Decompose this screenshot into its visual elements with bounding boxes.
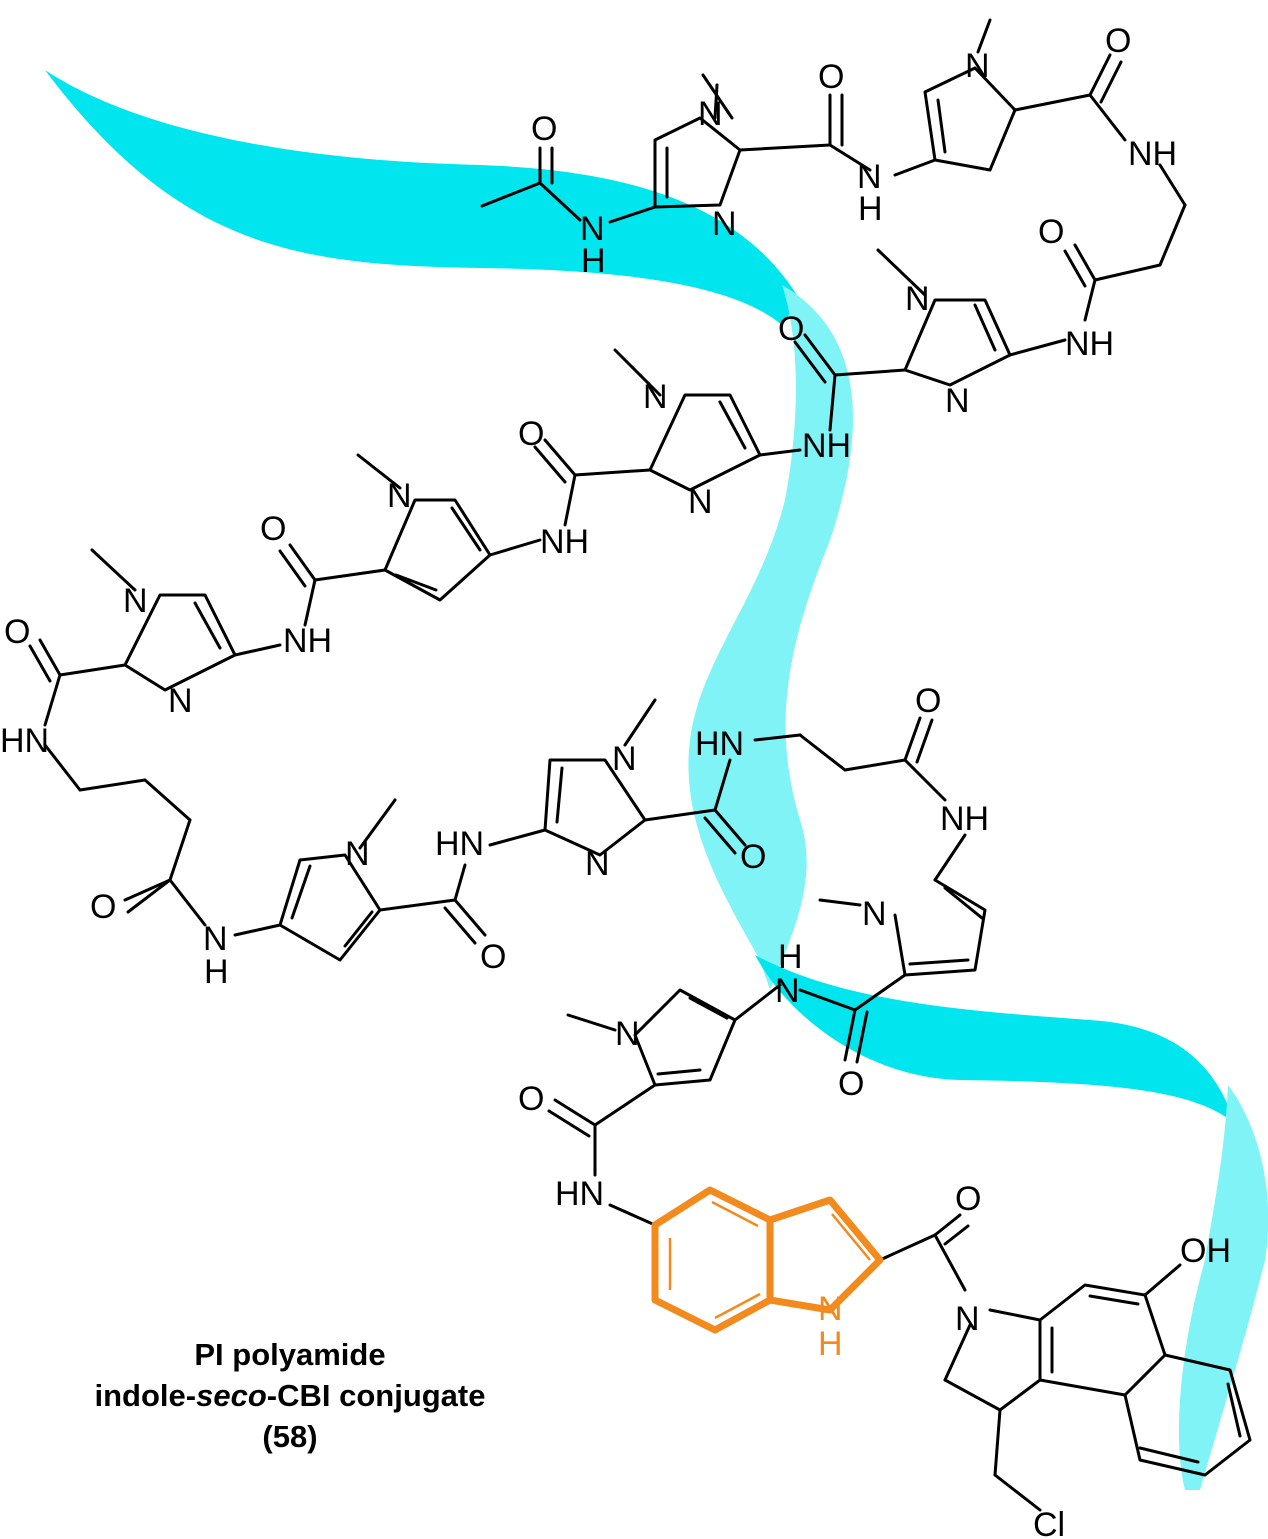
label-n: N [905,280,930,318]
label-o: O [915,682,941,720]
label-o: O [260,510,286,548]
atom-labels: O N H N N O N H N O NH O NH N N O NH N N… [0,22,1231,1539]
label-n: N [203,920,228,958]
label-nh: NH [1128,135,1177,173]
label-o: O [1105,22,1131,60]
caption-line-2: indole-seco-CBI conjugate [40,1376,540,1417]
figure-caption: PI polyamide indole-seco-CBI conjugate (… [40,1335,540,1458]
label-o: O [778,310,804,348]
label-n: N [168,682,193,720]
label-n-indole: N [818,1290,843,1328]
label-nh: NH [802,427,851,465]
label-o: O [518,415,544,453]
label-hn: HN [555,1175,604,1213]
label-n: N [345,835,370,873]
label-n: N [123,582,148,620]
label-hn: HN [695,725,744,763]
label-nh: NH [940,800,989,838]
ribbon-lower-band [755,955,1230,1120]
label-n: N [688,483,713,521]
label-h: H [858,190,883,228]
label-n: N [945,382,970,420]
label-o: O [4,613,30,651]
label-o: O [838,1065,864,1103]
ribbon-middle-strand [688,285,853,990]
label-o: O [1038,213,1064,251]
caption-italic: seco [196,1377,267,1413]
label-hn: HN [0,722,49,760]
label-o: O [518,1080,544,1118]
label-n: N [712,205,737,243]
label-hn: HN [435,825,484,863]
label-o: O [480,938,506,976]
bond-skeleton [28,18,1252,1512]
label-n: N [615,1015,640,1053]
label-n: N [775,972,800,1010]
label-h: H [581,242,606,280]
label-o: O [531,110,557,148]
label-nh: NH [540,523,589,561]
caption-line-3: (58) [262,1418,318,1454]
label-n: N [387,477,412,515]
label-o: O [90,888,116,926]
label-n: N [698,95,723,133]
label-o: O [955,1180,981,1218]
label-n: N [585,845,610,883]
label-n: N [955,1300,980,1338]
label-cl: Cl [1033,1506,1065,1539]
label-nh: NH [1065,325,1114,363]
label-h-indole: H [818,1325,843,1363]
caption-prefix: indole- [94,1377,197,1413]
label-n: N [643,378,668,416]
ribbon-top-band [45,70,800,325]
label-nh: NH [283,622,332,660]
label-n: N [612,740,637,778]
label-n: N [862,895,887,933]
label-h: H [778,938,803,976]
label-n: N [580,210,605,248]
label-n: N [965,47,990,85]
label-o: O [740,838,766,876]
ribbon-tail [1178,1085,1268,1490]
label-n: N [857,158,882,196]
label-h: H [204,953,229,991]
caption-suffix: -CBI conjugate [266,1377,486,1413]
label-oh: OH [1180,1232,1231,1270]
caption-line-1: PI polyamide [194,1337,386,1372]
label-o: O [818,58,844,96]
indole-highlight [651,1186,884,1334]
